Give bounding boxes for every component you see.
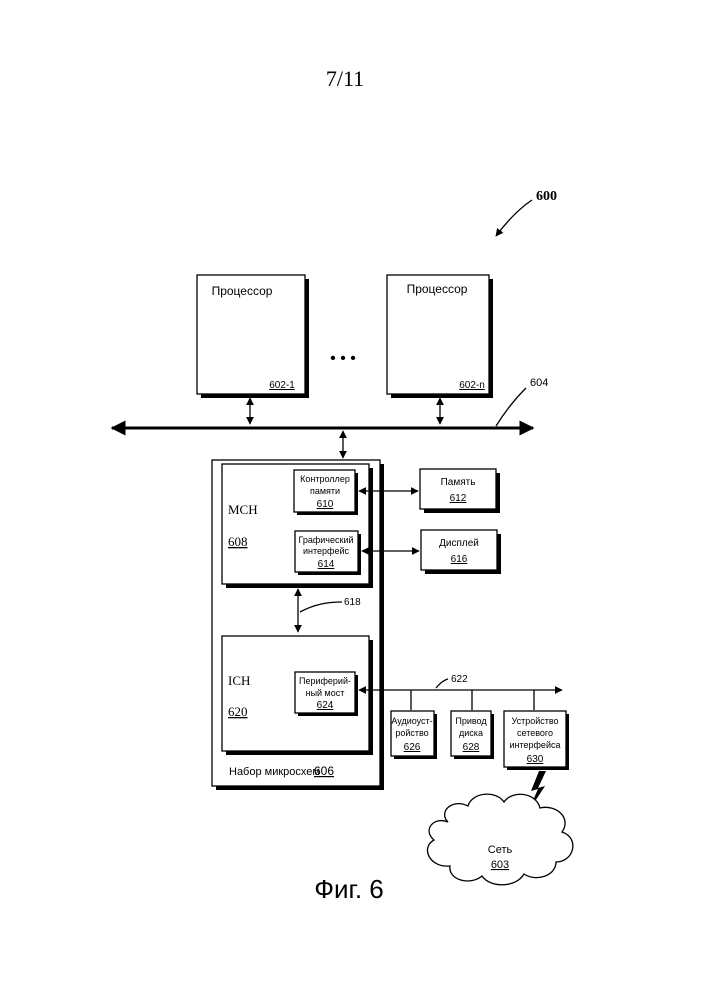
display-ref: 616 [451, 554, 468, 565]
figure-caption: Фиг. 6 [314, 874, 384, 904]
disk-drive: Привод диска 628 [451, 711, 494, 759]
audio-device: Аудиоуст- ройство 626 [391, 711, 437, 759]
peripheral-bridge-line2: ный мост [306, 688, 345, 698]
nic-ref: 630 [527, 754, 544, 765]
link-ref: 618 [344, 597, 361, 608]
display: Дисплей 616 [421, 530, 501, 574]
memory-ref: 612 [450, 493, 467, 504]
page-number: 7/11 [326, 66, 364, 91]
display-label: Дисплей [439, 538, 479, 549]
memory-label: Память [441, 477, 476, 488]
mch-label: MCH [228, 502, 258, 517]
graphics-interface-line2: интерфейс [303, 546, 349, 556]
network-label: Сеть [488, 844, 513, 856]
processor-n-label: Процессор [407, 282, 468, 296]
memory-controller: Контроллер памяти 610 [294, 470, 358, 515]
graphics-interface: Графический интерфейс 614 [295, 531, 361, 575]
mch-ref: 608 [228, 534, 248, 549]
processor-1-ref: 602-1 [269, 380, 295, 391]
processor-1: Процессор 602-1 [197, 275, 309, 398]
peripheral-bridge-line1: Периферий- [299, 676, 351, 686]
processor-n: Процессор 602-n [387, 275, 493, 398]
peripheral-bus-ref: 622 [451, 674, 468, 685]
peripheral-bus-ref-leader [436, 679, 448, 688]
nic-line3: интерфейса [510, 740, 561, 750]
disk-line1: Привод [455, 716, 487, 726]
memory: Память 612 [420, 469, 500, 513]
chipset-ref: 606 [314, 764, 334, 778]
nic-line1: Устройство [511, 716, 558, 726]
graphics-interface-line1: Графический [299, 535, 354, 545]
figure-ref-arrow [496, 200, 532, 236]
memory-controller-line1: Контроллер [300, 474, 350, 484]
network-cloud: Сеть 603 [427, 794, 572, 885]
chipset-label: Набор микросхем [229, 766, 320, 778]
peripheral-bridge-ref: 624 [317, 700, 334, 711]
memory-controller-ref: 610 [317, 499, 334, 510]
ich-label: ICH [228, 673, 250, 688]
processor-1-label: Процессор [212, 284, 273, 298]
disk-ref: 628 [463, 742, 480, 753]
network-interface-device: Устройство сетевого интерфейса 630 [504, 711, 569, 770]
figure-ref: 600 [536, 189, 557, 204]
bus-ref-leader [496, 388, 526, 426]
disk-line2: диска [459, 728, 483, 738]
memory-controller-line2: памяти [310, 486, 340, 496]
bus-ref: 604 [530, 377, 548, 389]
peripheral-bridge: Периферий- ный мост 624 [295, 672, 358, 716]
audio-line1: Аудиоуст- [391, 716, 432, 726]
processor-n-ref: 602-n [459, 380, 485, 391]
nic-line2: сетевого [517, 728, 553, 738]
graphics-interface-ref: 614 [318, 559, 335, 570]
audio-line2: ройство [395, 728, 428, 738]
processor-ellipsis: • • • [330, 350, 356, 367]
audio-ref: 626 [404, 742, 421, 753]
ich-ref: 620 [228, 704, 248, 719]
network-ref: 603 [491, 859, 509, 871]
